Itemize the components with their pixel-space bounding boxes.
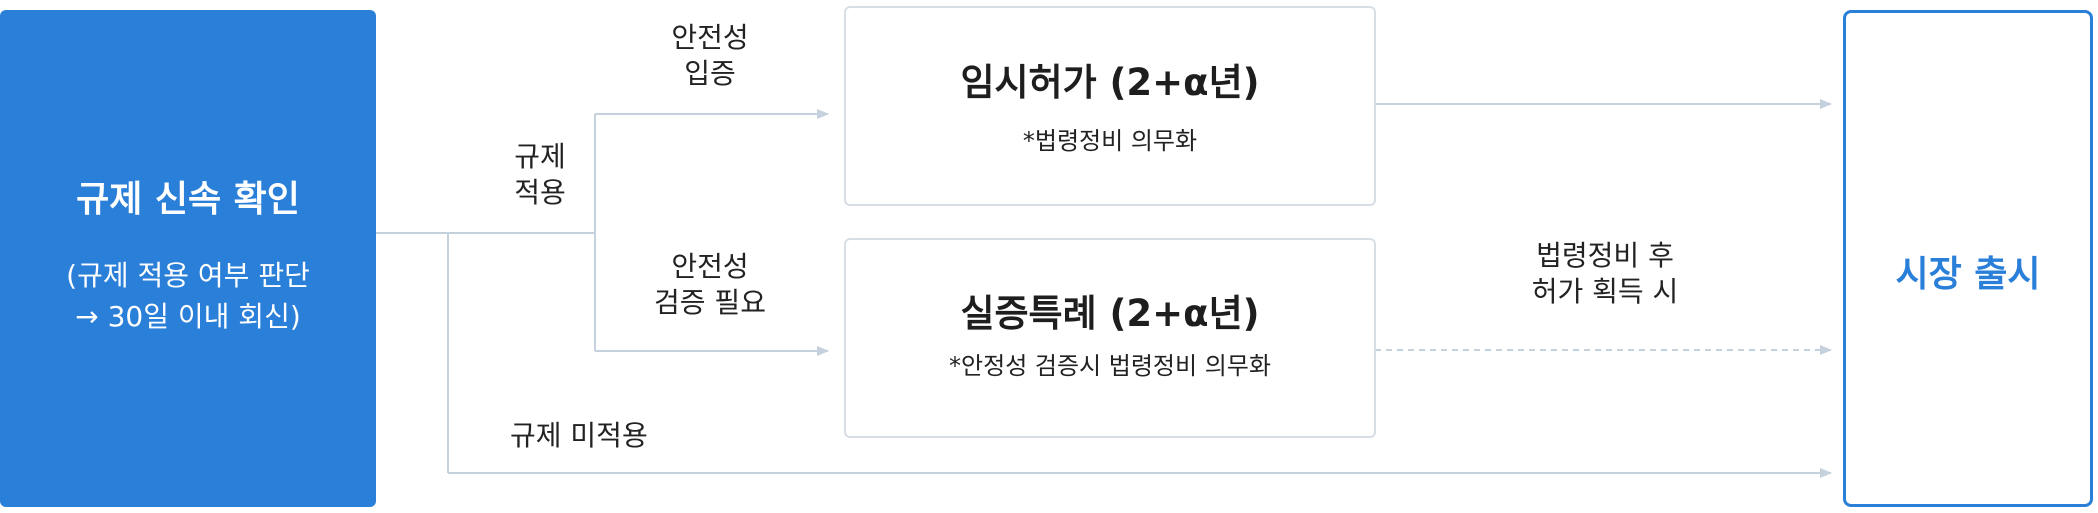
rapid-check-subtitle-line1: (규제 적용 여부 판단: [66, 259, 310, 292]
label-regulation-not-applied: 규제 미적용: [510, 419, 648, 452]
label-after-law-revision: 법령정비 후 허가 획득 시: [1510, 238, 1700, 310]
rapid-check-title: 규제 신속 확인: [76, 179, 300, 220]
label-safety-proven-line1: 안전성: [671, 21, 749, 54]
label-regulation-applied: 규제 적용: [500, 139, 580, 211]
rapid-check-subtitle: (규제 적용 여부 판단 → 30일 이내 회신): [0, 255, 376, 337]
label-safety-proven-line2: 입증: [684, 57, 736, 90]
pilot-exception-card: 실증특례 (2+α년) *안정성 검증시 법령정비 의무화: [844, 238, 1376, 438]
label-after-law-line2: 허가 획득 시: [1531, 275, 1679, 308]
label-regulation-applied-line1: 규제: [514, 140, 566, 173]
rapid-check-subtitle-line2: → 30일 이내 회신): [75, 300, 301, 333]
label-safety-proven: 안전성 입증: [650, 20, 770, 92]
pilot-exception-title: 실증특례 (2+α년): [960, 292, 1260, 335]
rapid-check-box: 규제 신속 확인 (규제 적용 여부 판단 → 30일 이내 회신): [0, 10, 376, 507]
pilot-exception-note: *안정성 검증시 법령정비 의무화: [949, 352, 1271, 380]
label-safety-verification-needed: 안전성 검증 필요: [630, 249, 790, 321]
label-regulation-applied-line2: 적용: [514, 176, 566, 209]
temporary-permit-title: 임시허가 (2+α년): [960, 61, 1260, 104]
temporary-permit-card: 임시허가 (2+α년) *법령정비 의무화: [844, 6, 1376, 206]
market-launch-box: 시장 출시: [1843, 10, 2093, 507]
label-safety-verification-line1: 안전성: [671, 250, 749, 283]
temporary-permit-note: *법령정비 의무화: [1022, 127, 1198, 155]
label-after-law-line1: 법령정비 후: [1536, 239, 1674, 272]
label-safety-verification-line2: 검증 필요: [654, 286, 766, 319]
market-launch-title: 시장 출시: [1895, 254, 2041, 295]
